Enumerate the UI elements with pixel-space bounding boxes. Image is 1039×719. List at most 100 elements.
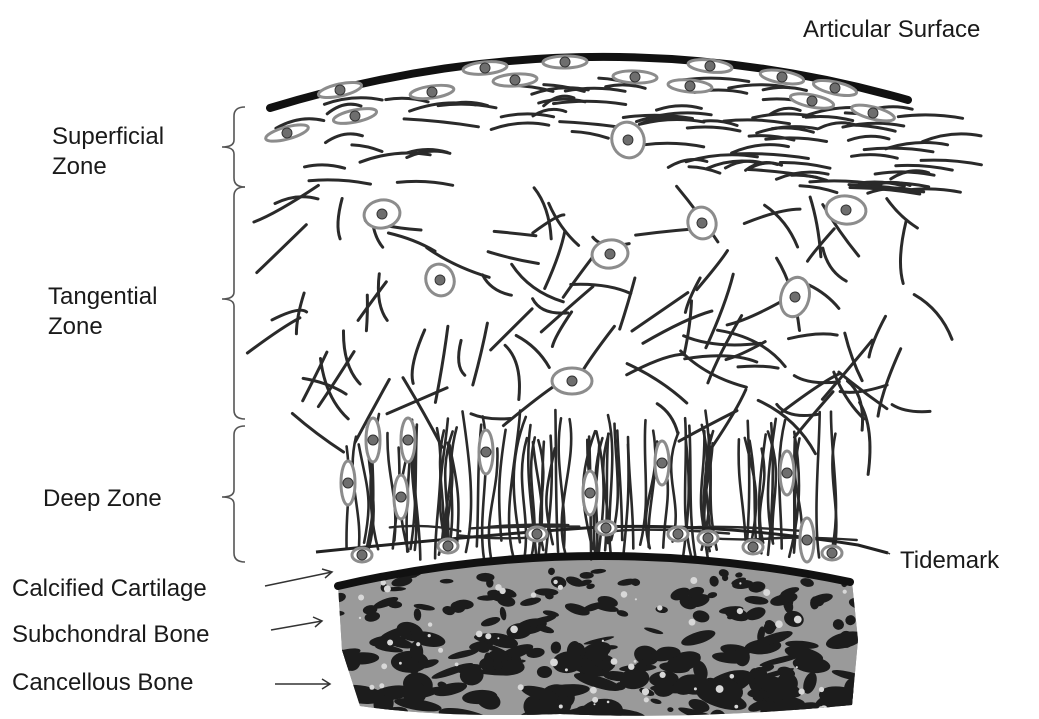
bone-speck (843, 590, 847, 594)
tangential-fiber (412, 330, 425, 384)
flattened-cell (613, 70, 657, 84)
cell-nucleus (657, 458, 667, 468)
cell-nucleus (673, 529, 683, 539)
flattened-cell (668, 78, 713, 94)
tangential-fiber (505, 345, 519, 399)
tidemark-cell (698, 531, 718, 545)
bone-speck (775, 620, 783, 628)
cell-nucleus (703, 533, 713, 543)
tangential-fiber (627, 364, 687, 403)
deep-zone-label: Deep Zone (43, 484, 162, 514)
tangential-fiber (713, 390, 746, 447)
tangential-fiber (809, 285, 839, 308)
cell-nucleus (403, 435, 413, 445)
tangential-zone-label: Tangential Zone (48, 282, 157, 342)
surface-fiber (352, 145, 382, 152)
cell-nucleus (685, 81, 696, 92)
tangential-fiber (257, 225, 307, 273)
cell-nucleus (480, 63, 491, 74)
cell-nucleus (567, 376, 577, 386)
tidemark-cell (668, 527, 688, 541)
tangential-fiber (823, 248, 846, 281)
cell-nucleus (357, 550, 367, 560)
bone-speck (716, 685, 724, 693)
tidemark-label: Tidemark (900, 546, 999, 576)
bone-speck (592, 697, 598, 703)
tangential-fiber (900, 220, 906, 283)
bone-speck (387, 640, 393, 646)
bone-speck (384, 585, 391, 592)
surface-fiber (921, 160, 981, 165)
bone-speck (379, 683, 384, 688)
rounded-cell (421, 260, 458, 300)
deep-fiber (514, 417, 526, 542)
tangential-fiber (247, 318, 300, 353)
bone-speck (565, 668, 568, 671)
deep-fiber (499, 430, 505, 541)
bone-speck (485, 633, 491, 639)
surface-fiber (397, 181, 452, 185)
cell-nucleus (396, 492, 406, 502)
deep-fiber (463, 411, 472, 552)
bone-pore (392, 713, 438, 719)
bone-speck (734, 705, 738, 709)
bone-speck (635, 598, 637, 600)
columnar-cell (401, 418, 415, 462)
superficial-zone-label: Superficial Zone (52, 122, 164, 182)
subchondral-bone-arrow (271, 617, 322, 630)
cell-nucleus (532, 529, 542, 539)
bone-speck (634, 660, 637, 663)
bone-speck (399, 662, 402, 665)
bone-speck (369, 685, 374, 690)
bone-speck (690, 577, 697, 584)
bone-speck (518, 684, 524, 690)
tangential-fiber (810, 197, 821, 257)
tidemark-cell (743, 540, 763, 554)
tangential-fiber (552, 312, 571, 347)
cell-nucleus (705, 61, 716, 72)
bone-speck (455, 663, 459, 667)
tidemark-cell (438, 539, 458, 553)
deep-fiber (739, 439, 746, 540)
columnar-cell (583, 471, 597, 515)
tangential-fiber (620, 278, 635, 329)
surface-fiber (864, 148, 933, 152)
surface-fiber (572, 132, 608, 139)
bone-pore (537, 666, 552, 678)
bone-speck (358, 595, 364, 601)
bone-speck (657, 605, 662, 610)
rounded-cell (776, 274, 813, 320)
surface-fiber (305, 165, 345, 168)
cell-nucleus (368, 435, 378, 445)
cell-nucleus (481, 447, 491, 457)
cell-nucleus (585, 488, 595, 498)
articular-surface-label: Articular Surface (803, 15, 980, 45)
tangential-fiber (892, 405, 930, 412)
surface-fiber (404, 119, 478, 127)
cell-nucleus (802, 535, 812, 545)
flattened-cell (332, 106, 378, 127)
surface-fiber (732, 145, 789, 153)
tangential-fiber (685, 278, 700, 312)
bone-speck (559, 705, 563, 709)
bone-speck (499, 588, 505, 594)
bone-speck (558, 585, 563, 590)
bone-speck (644, 697, 649, 702)
tidemark-pointer (888, 553, 890, 554)
rounded-cell (552, 368, 592, 394)
surface-fiber (554, 101, 626, 104)
bone-speck (476, 631, 483, 638)
cell-nucleus (343, 478, 353, 488)
cell-nucleus (630, 72, 640, 82)
bone-speck (428, 622, 432, 626)
tangential-fiber (887, 199, 918, 228)
tangential-zone-label-line1: Tangential (48, 282, 157, 312)
surface-fiber (657, 106, 702, 110)
tidemark-cell (527, 527, 547, 541)
tangential-fiber (571, 284, 631, 293)
tangential-fiber (738, 366, 778, 368)
bone-speck (611, 658, 618, 665)
bone-speck (628, 664, 634, 670)
deep-fiber (522, 438, 527, 557)
bone-speck (381, 663, 387, 669)
